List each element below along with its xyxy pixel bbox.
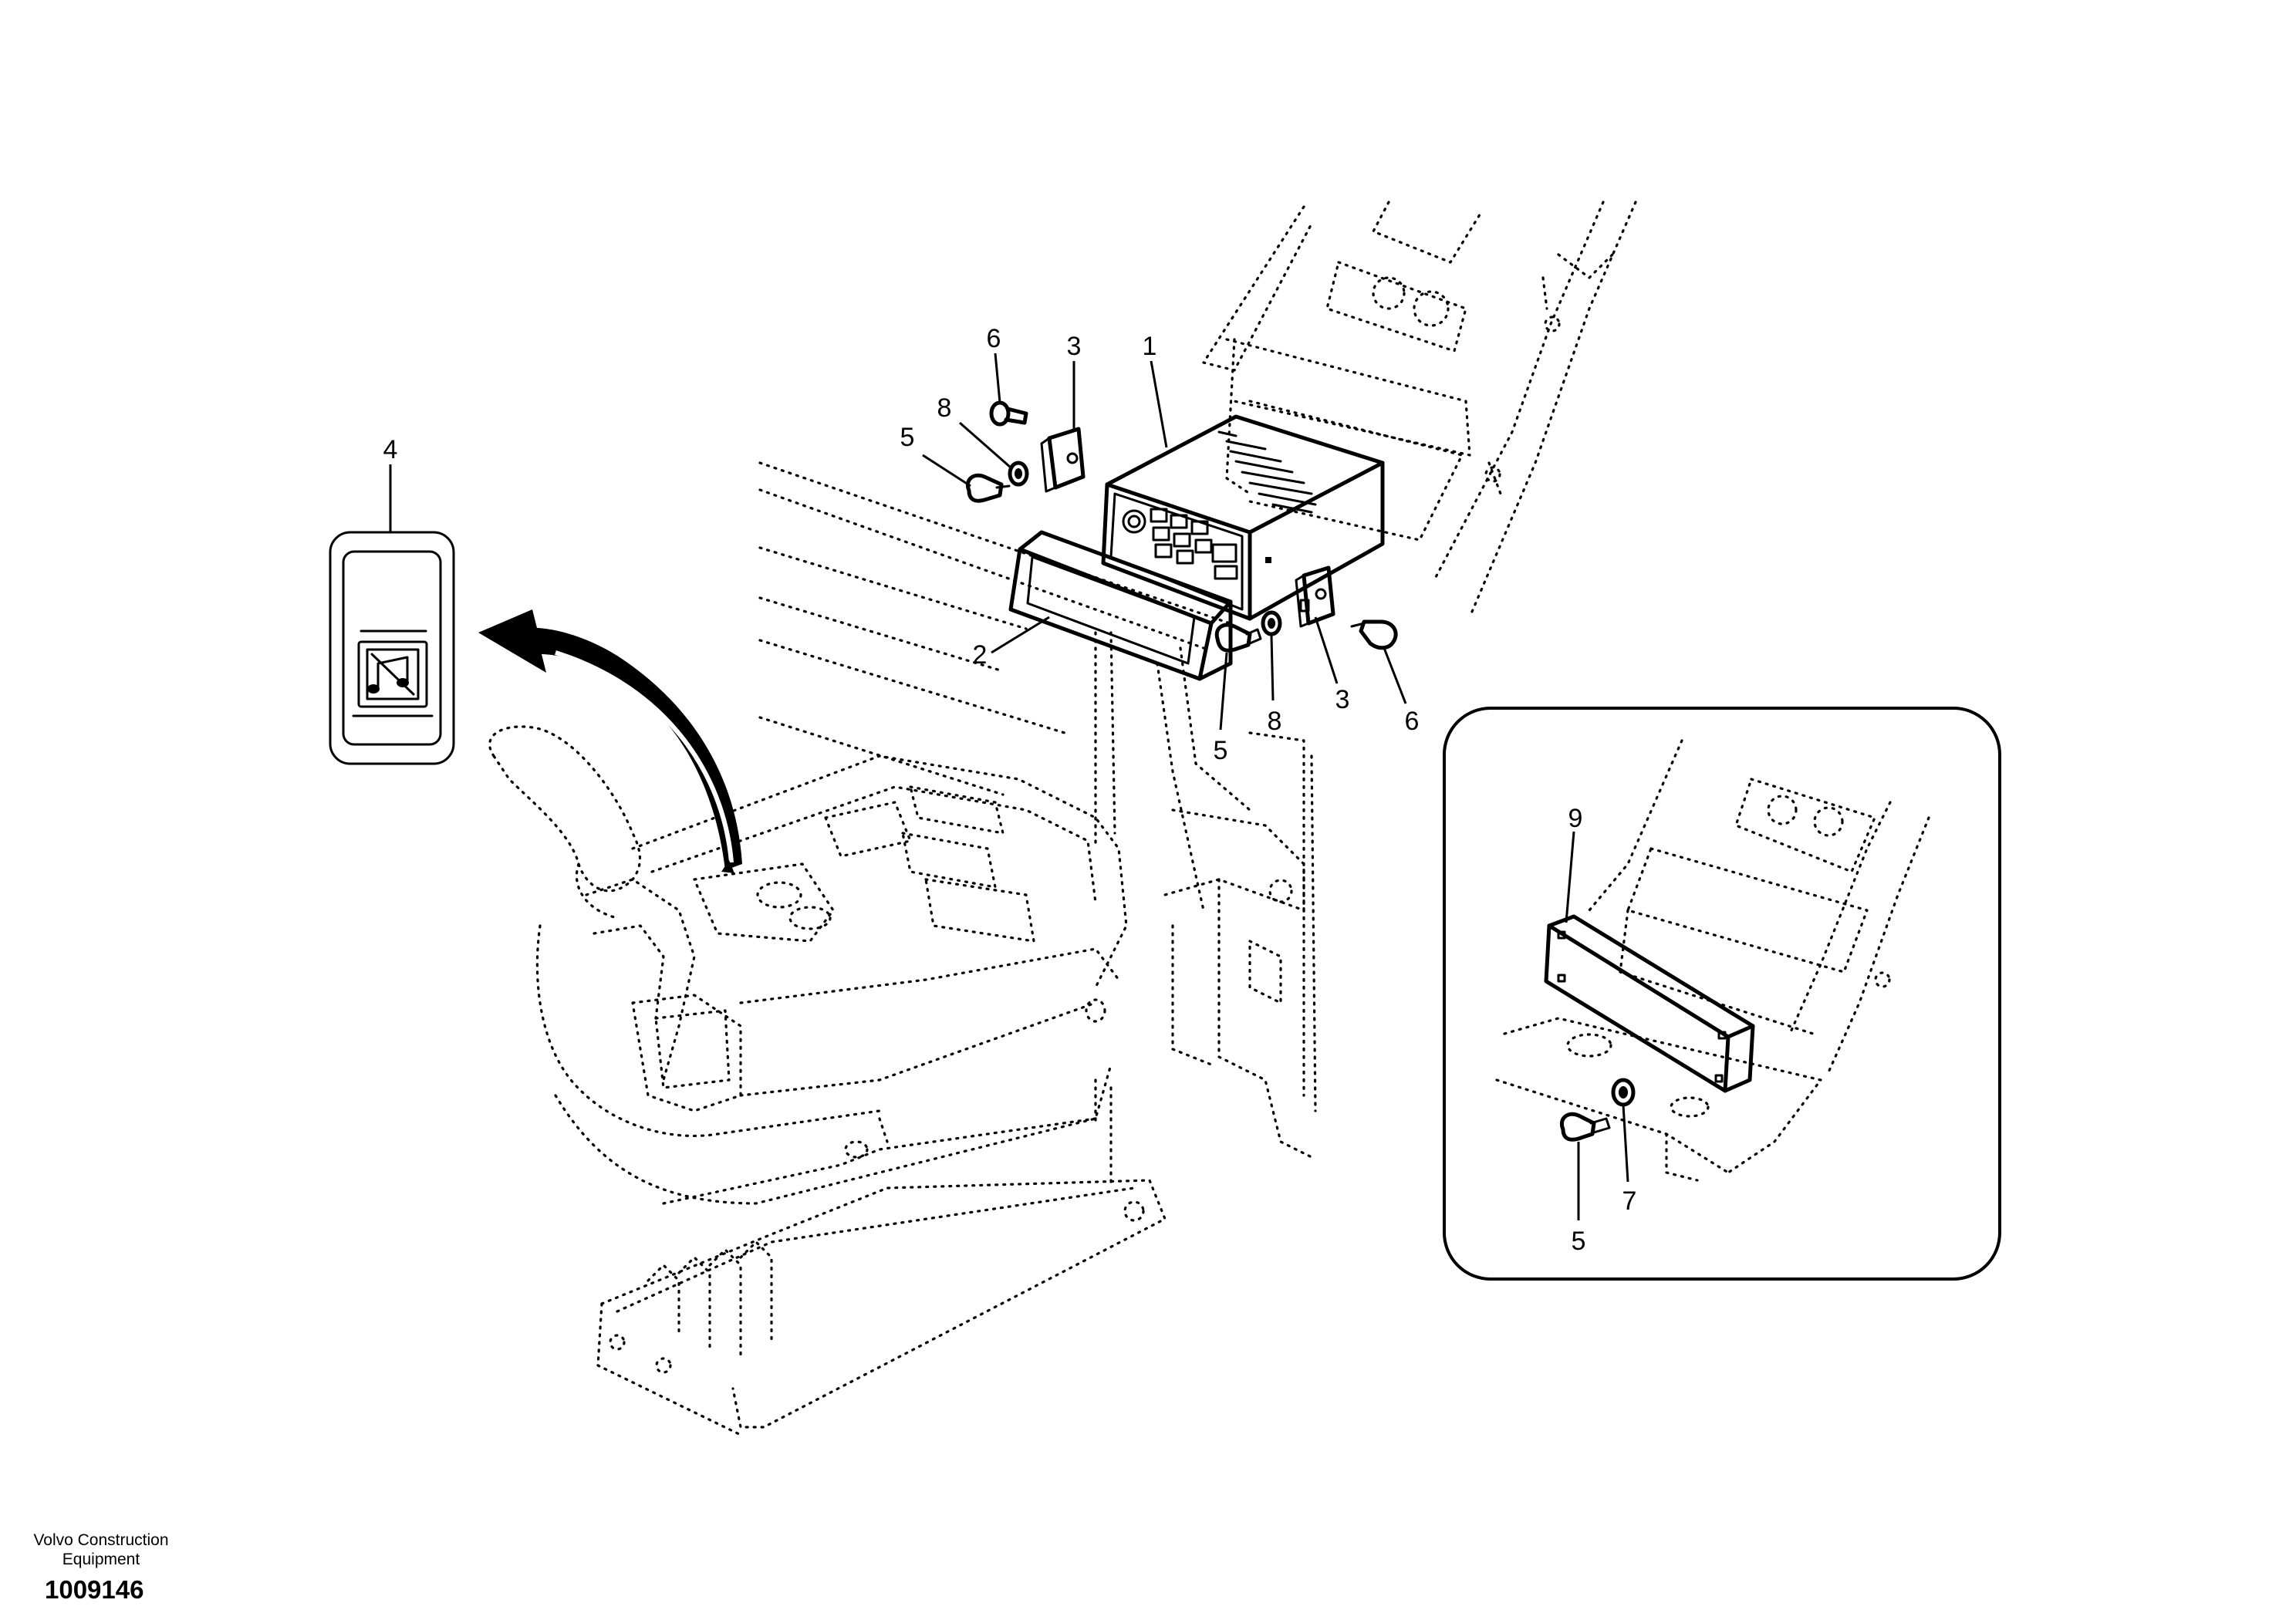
drawing-number: 1009146: [45, 1575, 144, 1604]
callout-washer-detail: 7: [1622, 1186, 1637, 1216]
callout-bracket-lower: 3: [1335, 685, 1350, 714]
footer-company-line2: Equipment: [62, 1551, 140, 1568]
callout-screw-upper: 5: [900, 423, 915, 452]
callout-radio: 1: [1143, 332, 1157, 361]
callout-bolt-lower: 6: [1405, 707, 1420, 736]
detail-view-box: [1443, 707, 2001, 1281]
callout-numbers: 1 2 3 3 4 5 5 5 6 6 7 8 8 9: [383, 324, 1637, 1256]
radio-front-buttons: [1150, 508, 1238, 580]
bolt-lower: [1350, 619, 1398, 650]
radio-knob: [1122, 509, 1146, 534]
bracket-lower: [1295, 565, 1335, 628]
bolt-upper: [989, 400, 1028, 427]
callout-bolt-upper: 6: [987, 324, 1001, 353]
leader-lines: [389, 353, 1629, 1220]
washer-lower: [1261, 610, 1282, 636]
bracket-upper: [1040, 427, 1086, 493]
callout-washer-lower: 8: [1268, 707, 1282, 736]
dashboard-panel-lines: [758, 461, 1317, 1159]
radio-vent-slots: [1217, 430, 1317, 514]
music-note-crossed-icon: [366, 648, 420, 700]
callout-bracket-upper: 3: [1067, 332, 1082, 361]
radio-unit: [1101, 414, 1385, 621]
callout-blanking-plate: 9: [1568, 804, 1583, 833]
callout-switch: 4: [383, 435, 398, 464]
callout-arrow: [478, 609, 742, 873]
callout-screw-lower: 5: [1214, 736, 1228, 765]
callout-screw-detail: 5: [1572, 1227, 1586, 1256]
footer-company-line1: Volvo Construction: [33, 1531, 169, 1549]
screw-upper: [966, 473, 1011, 503]
operator-console-outline: [488, 725, 1167, 1436]
footer-company-name: Volvo Construction Equipment: [0, 1531, 202, 1569]
trim-frame: [1008, 530, 1233, 681]
screw-detail: [1560, 1112, 1611, 1142]
blanking-plate: [1544, 914, 1755, 1093]
radio-switch: [329, 531, 455, 765]
callout-trim-frame: 2: [973, 640, 988, 670]
callout-washer-upper: 8: [937, 393, 952, 423]
washer-detail: [1611, 1078, 1636, 1107]
screw-lower: [1214, 623, 1262, 653]
washer-upper: [1008, 461, 1029, 487]
cab-pillar-outline: [1202, 201, 1637, 619]
